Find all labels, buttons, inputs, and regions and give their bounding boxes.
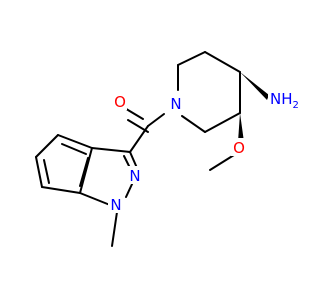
benzene-bond-1 (57, 134, 93, 149)
methoxy-methyl-bond (209, 154, 235, 171)
carbonyl-oxygen-label: O (114, 93, 126, 111)
benzene-double-3 (79, 157, 89, 187)
piperidine-bond-c2-c3 (177, 51, 206, 66)
amine-label: NH2 (270, 90, 299, 111)
indazole-c3-n2-bond (129, 151, 138, 169)
atom-methoxy-oxygen: O (231, 138, 247, 157)
atom-carbonyl-oxygen: O (113, 92, 127, 111)
molecule-canvas: O N NH2 O N N (35, 51, 299, 247)
methoxy-oxygen-label: O (233, 139, 245, 157)
n-methyl-bond (111, 211, 118, 247)
atom-indazole-n2: N (127, 166, 143, 185)
benzene-double-1 (61, 143, 87, 155)
benzene-bond-3 (35, 156, 43, 188)
wedge-bond-methoxy (238, 113, 244, 142)
indazole-n1-c7a-bond (79, 192, 111, 206)
indazole-n1-label: N (110, 196, 121, 214)
wedge-bond-amine (240, 72, 269, 100)
indazole-n2-label: N (129, 167, 140, 185)
piperidine-bond-c6-n (181, 115, 206, 133)
benzene-bond-2 (35, 134, 59, 158)
indazole-c3a-c7a-bond (79, 147, 93, 194)
piperidine-bond-c5-c6 (204, 112, 241, 133)
atom-indazole-n1: N (108, 195, 124, 214)
piperidine-bond-c3-c4 (204, 51, 241, 73)
atom-piperidine-nitrogen: N (168, 94, 184, 113)
atom-amine: NH2 (268, 89, 299, 111)
piperidine-nitrogen-label: N (170, 95, 181, 113)
benzene-bond-4 (41, 186, 81, 194)
structure-drawing: O N NH2 O N N (35, 51, 299, 247)
carbonyl-indazole-bond (129, 125, 149, 153)
benzene-double-2 (43, 159, 50, 184)
amide-bond (147, 113, 165, 127)
indazole-c3a-c3-bond (91, 147, 131, 153)
indazole-n2-n1-bond (125, 181, 134, 198)
